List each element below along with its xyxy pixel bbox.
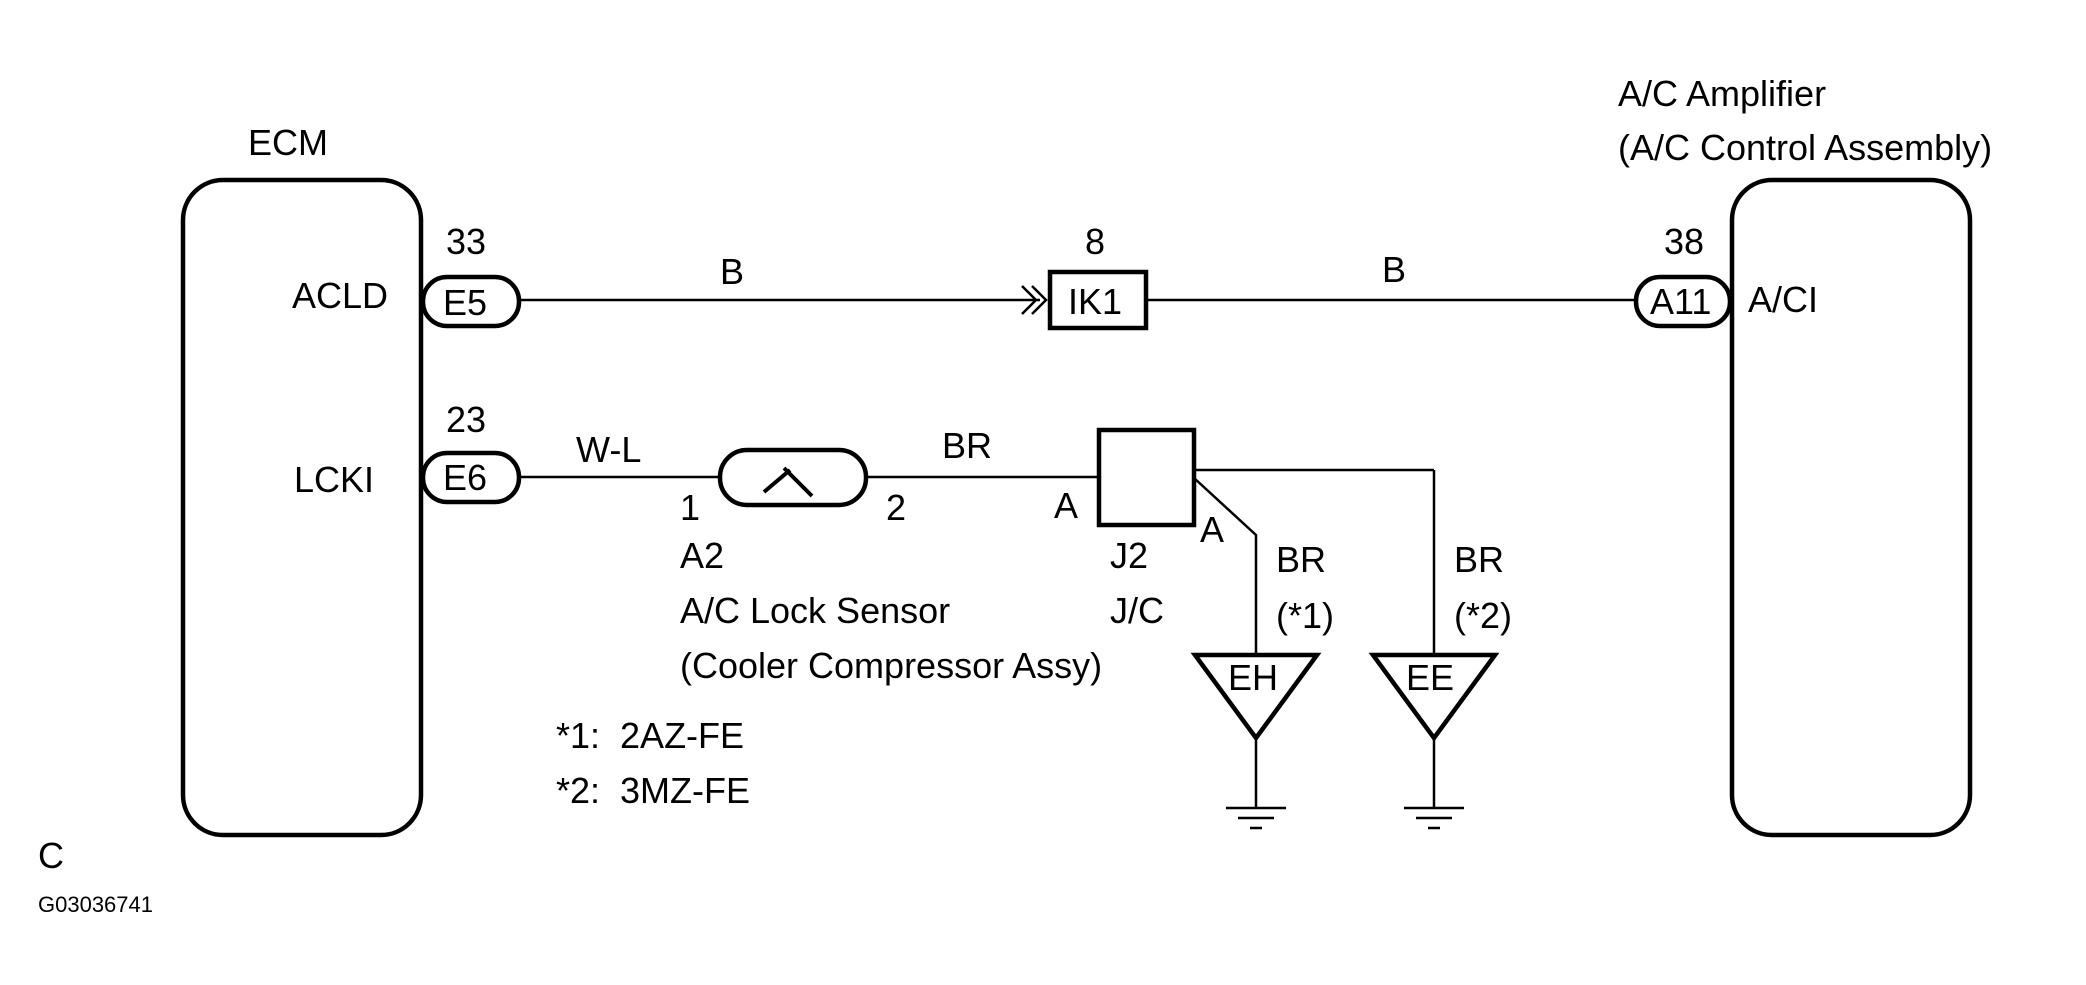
ground-eh-variant: (*1) (1276, 595, 1334, 636)
ik1-connector-chevron-icon (1021, 285, 1048, 315)
junction-pin-right: A (1200, 509, 1224, 550)
junction-j2 (1096, 427, 1197, 528)
connector-ik1-id: IK1 (1068, 281, 1122, 322)
ecm-block (180, 177, 424, 838)
ecm-pin-acld: ACLD (292, 275, 388, 316)
ground-eh-id: EH (1228, 657, 1278, 698)
amplifier-title-line1: A/C Amplifier (1618, 73, 1826, 114)
lock-sensor-pin1: 1 (680, 487, 700, 528)
ecm-pin-lcki: LCKI (294, 459, 374, 500)
wire-acld-right-color: B (1382, 249, 1406, 290)
lock-sensor-name-line2: (Cooler Compressor Assy) (680, 645, 1102, 686)
connector-e5-id: E5 (443, 282, 487, 323)
connector-a11 (1633, 274, 1733, 329)
wire-junction-to-eh (1193, 477, 1258, 655)
ground-ee-symbol-icon (1404, 806, 1464, 830)
connector-e6 (420, 450, 522, 505)
lock-sensor-connector: A2 (680, 535, 724, 576)
wire-lcki-right-color: BR (942, 425, 992, 466)
amplifier-pin-aci: A/CI (1748, 279, 1818, 320)
ground-eh-triangle (1190, 652, 1322, 742)
amplifier-title-line2: (A/C Control Assembly) (1618, 127, 1992, 168)
junction-type: J/C (1110, 590, 1164, 631)
note-1: *1: 2AZ-FE (556, 715, 744, 756)
connector-ik1 (1047, 269, 1149, 331)
wire-ee-color: BR (1454, 539, 1504, 580)
ground-ee-triangle (1368, 652, 1500, 742)
junction-id: J2 (1110, 535, 1148, 576)
connector-e6-id: E6 (443, 457, 487, 498)
wire-acld-left-color: B (720, 251, 744, 292)
lock-sensor-switch-icon (762, 466, 814, 498)
connector-a11-id: A11 (1650, 281, 1711, 322)
connector-ik1-pin: 8 (1085, 221, 1105, 262)
wire-lcki-left-color: W-L (576, 429, 641, 470)
footer-letter: C (38, 835, 64, 876)
connector-e5 (420, 274, 522, 329)
connector-a11-pin: 38 (1664, 221, 1704, 262)
lock-sensor-pin2: 2 (886, 487, 906, 528)
wire-eh-color: BR (1276, 539, 1326, 580)
ecm-title: ECM (248, 122, 328, 163)
footer-code: G03036741 (38, 892, 153, 917)
amplifier-block (1729, 177, 1973, 838)
note-2: *2: 3MZ-FE (556, 770, 750, 811)
ground-ee-id: EE (1406, 657, 1454, 698)
lock-sensor-name-line1: A/C Lock Sensor (680, 590, 950, 631)
junction-pin-left: A (1054, 485, 1078, 526)
ground-ee-variant: (*2) (1454, 595, 1512, 636)
connector-e5-pin: 33 (446, 221, 486, 262)
connector-e6-pin: 23 (446, 399, 486, 440)
ground-eh-symbol-icon (1226, 806, 1286, 830)
